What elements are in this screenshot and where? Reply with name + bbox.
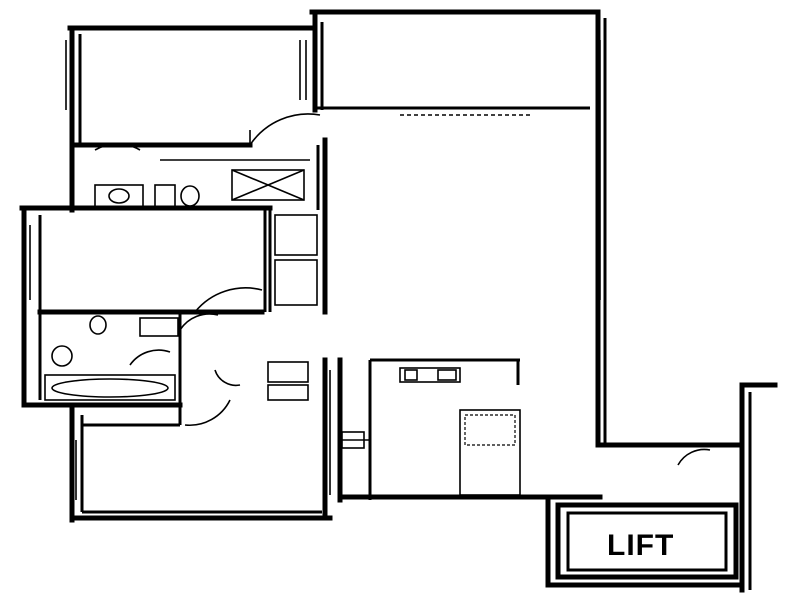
wardrobes <box>267 214 331 495</box>
lower-bathroom-fixtures <box>44 315 179 401</box>
lift: LIFT <box>555 502 739 580</box>
windows <box>29 40 601 500</box>
outer-walls <box>19 9 778 593</box>
kitchen-fixtures <box>340 367 521 496</box>
lift-label: LIFT <box>607 529 674 562</box>
doors <box>94 113 711 466</box>
upper-bathroom-fixtures <box>94 159 310 208</box>
